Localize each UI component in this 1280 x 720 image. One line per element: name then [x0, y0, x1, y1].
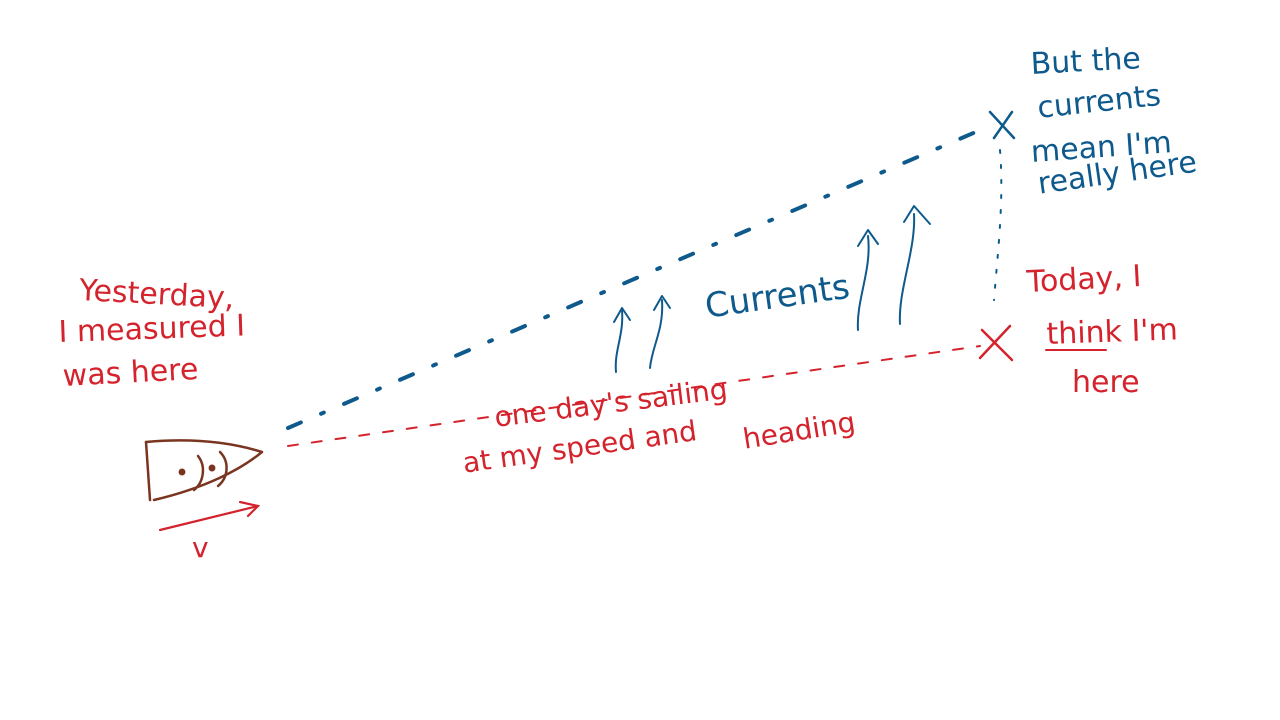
estimate-note-line-2: think I'm — [1045, 312, 1179, 352]
drift-line — [993, 149, 1003, 301]
yesterday-note-line-2: I measured I — [57, 308, 246, 350]
up-arrow-icon — [649, 295, 671, 369]
yesterday-note-line-3: was here — [61, 351, 200, 394]
velocity-arrow-icon — [158, 500, 261, 532]
yesterday-note-line-1: Yesterday, — [78, 273, 236, 317]
up-arrow-icon — [856, 229, 879, 331]
up-arrow-icon — [613, 307, 631, 373]
boat-icon — [144, 439, 264, 502]
estimated-course-line — [287, 345, 981, 447]
up-arrow-icon — [898, 205, 931, 325]
actual-course-line — [286, 126, 987, 430]
estimate-note-line-3: here — [1072, 365, 1140, 400]
actual-note-line-1: But the — [1029, 41, 1142, 82]
velocity-label: v — [192, 531, 209, 564]
estimated-position-x-mark-icon — [978, 324, 1014, 362]
actual-position-x-mark-icon — [988, 110, 1016, 140]
estimate-note-line-1: Today, I — [1025, 259, 1143, 300]
